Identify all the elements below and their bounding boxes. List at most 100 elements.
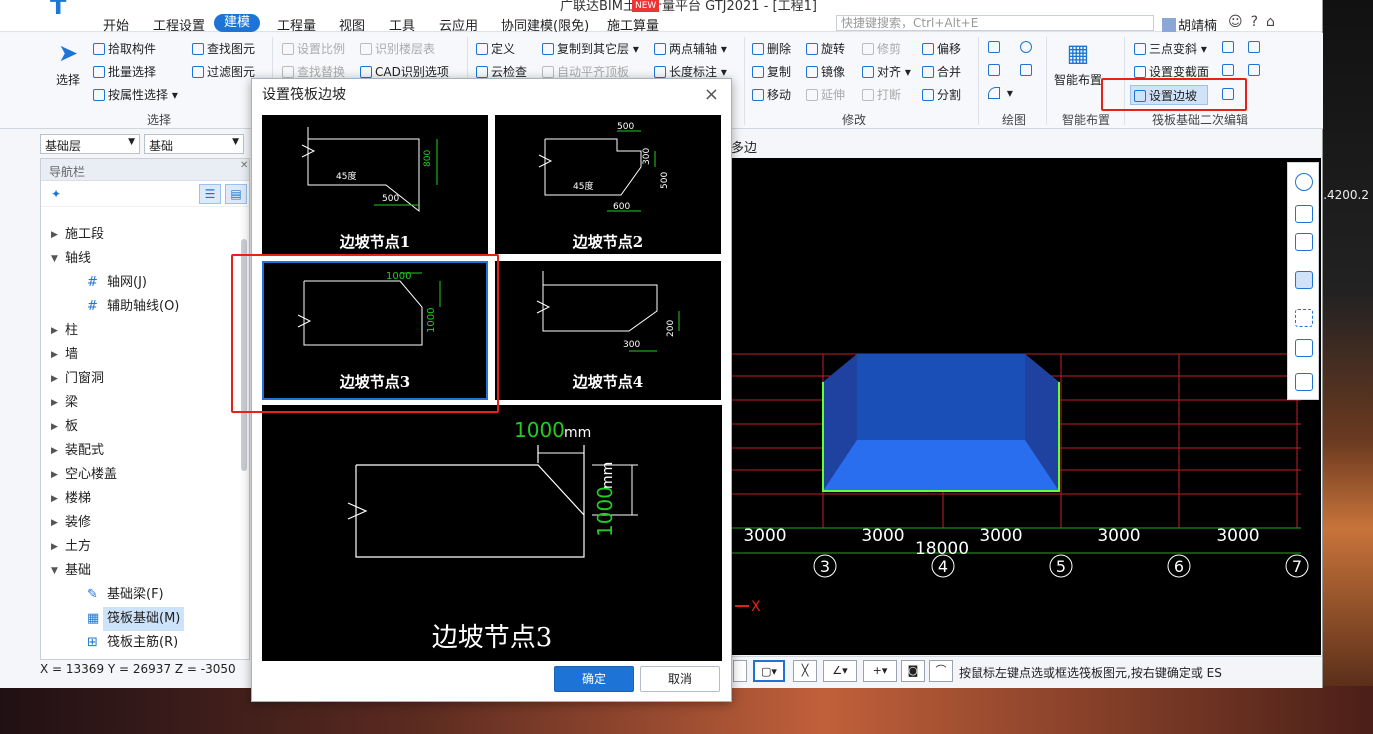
two-point-axis-button[interactable]: 两点辅轴 ▾ <box>654 40 727 57</box>
split-button[interactable]: 分割 <box>922 86 961 103</box>
pin-icon[interactable]: ✦ <box>51 187 62 201</box>
raft-delete-edge-button[interactable] <box>1222 40 1237 54</box>
break-button[interactable]: 打断 <box>862 86 901 103</box>
slope-node-2[interactable]: 500 300 500 45度 600 边坡节点2 <box>495 115 721 254</box>
chevron-right-icon[interactable]: ▶ <box>51 398 58 408</box>
chevron-right-icon[interactable]: ▶ <box>51 494 58 504</box>
define-button[interactable]: 定义 <box>476 40 515 57</box>
identify-layer-button[interactable]: 识别楼层表 <box>360 40 435 57</box>
nav-group[interactable]: ▼基础 <box>41 559 241 583</box>
help-icons[interactable]: ☺?⌂ <box>1228 14 1283 30</box>
chevron-right-icon[interactable]: ▶ <box>51 518 58 528</box>
cross-select-button[interactable]: ╳ <box>793 660 817 682</box>
offset-button[interactable]: 偏移 <box>922 40 961 57</box>
chevron-right-icon[interactable]: ▶ <box>51 542 58 552</box>
draw-point-button[interactable] <box>988 40 1003 54</box>
close-icon[interactable]: × <box>703 84 719 105</box>
menu-view[interactable]: 视图 <box>339 19 366 34</box>
chevron-right-icon[interactable]: ▶ <box>51 326 58 336</box>
nav-group[interactable]: ▶门窗洞 <box>41 367 241 391</box>
raft-edit-button[interactable] <box>1222 63 1237 77</box>
slope-node-1[interactable]: 800 45度 500 边坡节点1 <box>262 115 488 254</box>
rotate-button[interactable]: 旋转 <box>806 40 845 57</box>
nav-subitem[interactable]: #轴网(J) <box>41 271 241 295</box>
select-big-button[interactable]: ➤ 选择 <box>50 39 86 88</box>
nav-subitem[interactable]: ▦筏板基础(M) <box>41 607 241 631</box>
find-element-button[interactable]: 查找图元 <box>192 40 255 57</box>
floor-select[interactable]: 基础层▼ <box>40 134 140 154</box>
orbit-icon[interactable] <box>1295 173 1313 191</box>
find-replace-button[interactable]: 查找替换 <box>282 63 345 80</box>
set-variable-section-button[interactable]: 设置变截面 <box>1134 63 1209 80</box>
menu-modeling[interactable]: 建模 <box>214 14 261 32</box>
pick-component-button[interactable]: 拾取构件 <box>93 40 156 57</box>
move-button[interactable]: 移动 <box>752 86 791 103</box>
menu-tools[interactable]: 工具 <box>389 19 416 34</box>
menu-collab[interactable]: 协同建模(限免) <box>501 19 590 34</box>
ok-button[interactable]: 确定 <box>554 666 634 692</box>
nav-subitem[interactable]: ✎基础梁(F) <box>41 583 241 607</box>
extend-button[interactable]: 延伸 <box>806 86 845 103</box>
fit-view-icon[interactable] <box>1295 309 1313 327</box>
chevron-right-icon[interactable]: ▶ <box>51 230 58 240</box>
snap-button[interactable]: ◙ <box>901 660 925 682</box>
draw-arc-button[interactable]: ▾ <box>988 86 1013 100</box>
model-viewport[interactable]: 3000 3000 3000 3000 3000 18000 3 4 5 6 7 <box>731 158 1321 655</box>
menu-construction[interactable]: 施工算量 <box>607 19 660 34</box>
copy-to-floor-button[interactable]: 复制到其它层 ▾ <box>542 40 639 57</box>
length-mark-button[interactable]: 长度标注 ▾ <box>654 63 727 80</box>
nav-group[interactable]: ▼轴线 <box>41 247 241 271</box>
nav-group[interactable]: ▶板 <box>41 415 241 439</box>
delete-button[interactable]: 删除 <box>752 40 791 57</box>
auto-level-button[interactable]: 自动平齐顶板 <box>542 63 629 80</box>
chevron-down-icon[interactable]: ▼ <box>51 566 58 576</box>
user-account[interactable]: 胡靖楠 <box>1162 15 1217 34</box>
cloud-check-button[interactable]: 云检查 <box>476 63 527 80</box>
rect-select-button[interactable]: ▢▾ <box>753 660 785 682</box>
2d-view-icon[interactable] <box>1295 205 1313 223</box>
slope-node-3[interactable]: 1000 1000 边坡节点3 <box>262 261 488 400</box>
copy-button[interactable]: 复制 <box>752 63 791 80</box>
merge-button[interactable]: 合并 <box>922 63 961 80</box>
nav-group[interactable]: ▶柱 <box>41 319 241 343</box>
menu-start[interactable]: 开始 <box>103 19 130 34</box>
chevron-right-icon[interactable]: ▶ <box>51 374 58 384</box>
nav-group[interactable]: ▶空心楼盖 <box>41 463 241 487</box>
shortcut-search-input[interactable]: 快捷键搜索，Ctrl+Alt+E <box>836 15 1154 31</box>
trim-button[interactable]: 修剪 <box>862 40 901 57</box>
raft-view-button[interactable] <box>1222 87 1237 101</box>
batch-select-button[interactable]: 批量选择 <box>93 63 156 80</box>
nav-group[interactable]: ▶装修 <box>41 511 241 535</box>
solid-view-icon[interactable] <box>1295 271 1313 289</box>
properties-icon[interactable] <box>1295 373 1313 391</box>
viewport-tab[interactable]: 多边 <box>731 141 758 156</box>
select-by-attr-button[interactable]: 按属性选择 ▾ <box>93 86 178 103</box>
cad-identify-button[interactable]: CAD识别选项 <box>360 63 449 80</box>
menu-cloud[interactable]: 云应用 <box>439 19 479 34</box>
smart-layout-button[interactable]: ▦ 智能布置 <box>1052 39 1104 88</box>
set-slope-button[interactable]: 设置边坡 <box>1134 87 1197 104</box>
chevron-right-icon[interactable]: ▶ <box>51 422 58 432</box>
cancel-button[interactable]: 取消 <box>640 666 720 692</box>
filter-element-button[interactable]: 过滤图元 <box>192 63 255 80</box>
cube-view-icon[interactable] <box>1295 233 1313 251</box>
nav-group[interactable]: ▶施工段 <box>41 223 241 247</box>
align-button[interactable]: 对齐 ▾ <box>862 63 911 80</box>
detail-view-icon[interactable]: ▤ <box>225 184 247 204</box>
mirror-button[interactable]: 镜像 <box>806 63 845 80</box>
chevron-right-icon[interactable]: ▶ <box>51 446 58 456</box>
nav-close-icon[interactable]: ✕ <box>240 160 249 171</box>
nav-group[interactable]: ▶土方 <box>41 535 241 559</box>
offset-input-button[interactable]: +▾ <box>863 660 897 682</box>
nav-subitem[interactable]: ⊞筏板主筋(R) <box>41 631 241 655</box>
nav-group[interactable]: ▶墙 <box>41 343 241 367</box>
chevron-down-icon[interactable]: ▼ <box>51 254 58 264</box>
draw-line-button[interactable] <box>988 63 1003 77</box>
draw-rect-button[interactable] <box>1020 63 1035 77</box>
angle-button[interactable]: ∠▾ <box>823 660 857 682</box>
menu-project-settings[interactable]: 工程设置 <box>153 19 206 34</box>
chevron-right-icon[interactable]: ▶ <box>51 350 58 360</box>
menu-quantities[interactable]: 工程量 <box>277 19 317 34</box>
draw-circle-button[interactable] <box>1020 40 1035 54</box>
slope-node-4[interactable]: 200 300 边坡节点4 <box>495 261 721 400</box>
